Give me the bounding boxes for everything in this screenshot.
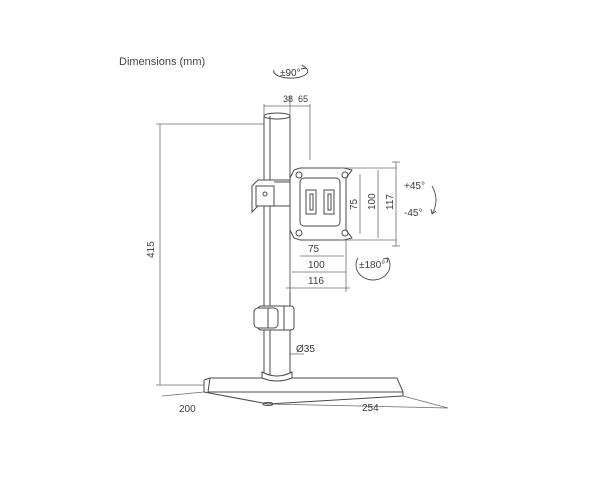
swivel-arrow-icon bbox=[273, 67, 309, 79]
rotate-angle-label: ±180° bbox=[359, 260, 385, 271]
post-offset-a-label: 38 bbox=[283, 94, 293, 104]
plate-width-label: 116 bbox=[308, 276, 324, 287]
tilt-arrow-icon bbox=[431, 185, 437, 215]
vesa-h-75-label: 75 bbox=[308, 244, 320, 255]
plate-height-label: 117 bbox=[385, 194, 396, 210]
rotation-arrows bbox=[273, 64, 437, 281]
vesa-v-75-label: 75 bbox=[349, 198, 360, 210]
vesa-plate bbox=[289, 167, 353, 241]
pole bbox=[261, 112, 293, 382]
post-offset-b-label: 65 bbox=[298, 94, 308, 104]
tilt-up-label: +45° bbox=[404, 181, 425, 192]
width-label: 254 bbox=[362, 403, 379, 414]
rotate-arrow-icon bbox=[355, 257, 391, 281]
clamp-collar bbox=[253, 305, 295, 331]
depth-label: 200 bbox=[179, 404, 196, 415]
base-plate bbox=[203, 377, 404, 406]
diagram-title: Dimensions (mm) bbox=[119, 56, 206, 68]
height-label: 415 bbox=[146, 241, 157, 258]
vesa-v-100-label: 100 bbox=[367, 193, 378, 210]
tilt-down-label: -45° bbox=[404, 208, 422, 219]
pole-diameter-label: Ø35 bbox=[296, 344, 315, 355]
vesa-h-100-label: 100 bbox=[308, 260, 325, 271]
swivel-angle-label: ±90° bbox=[280, 68, 301, 79]
